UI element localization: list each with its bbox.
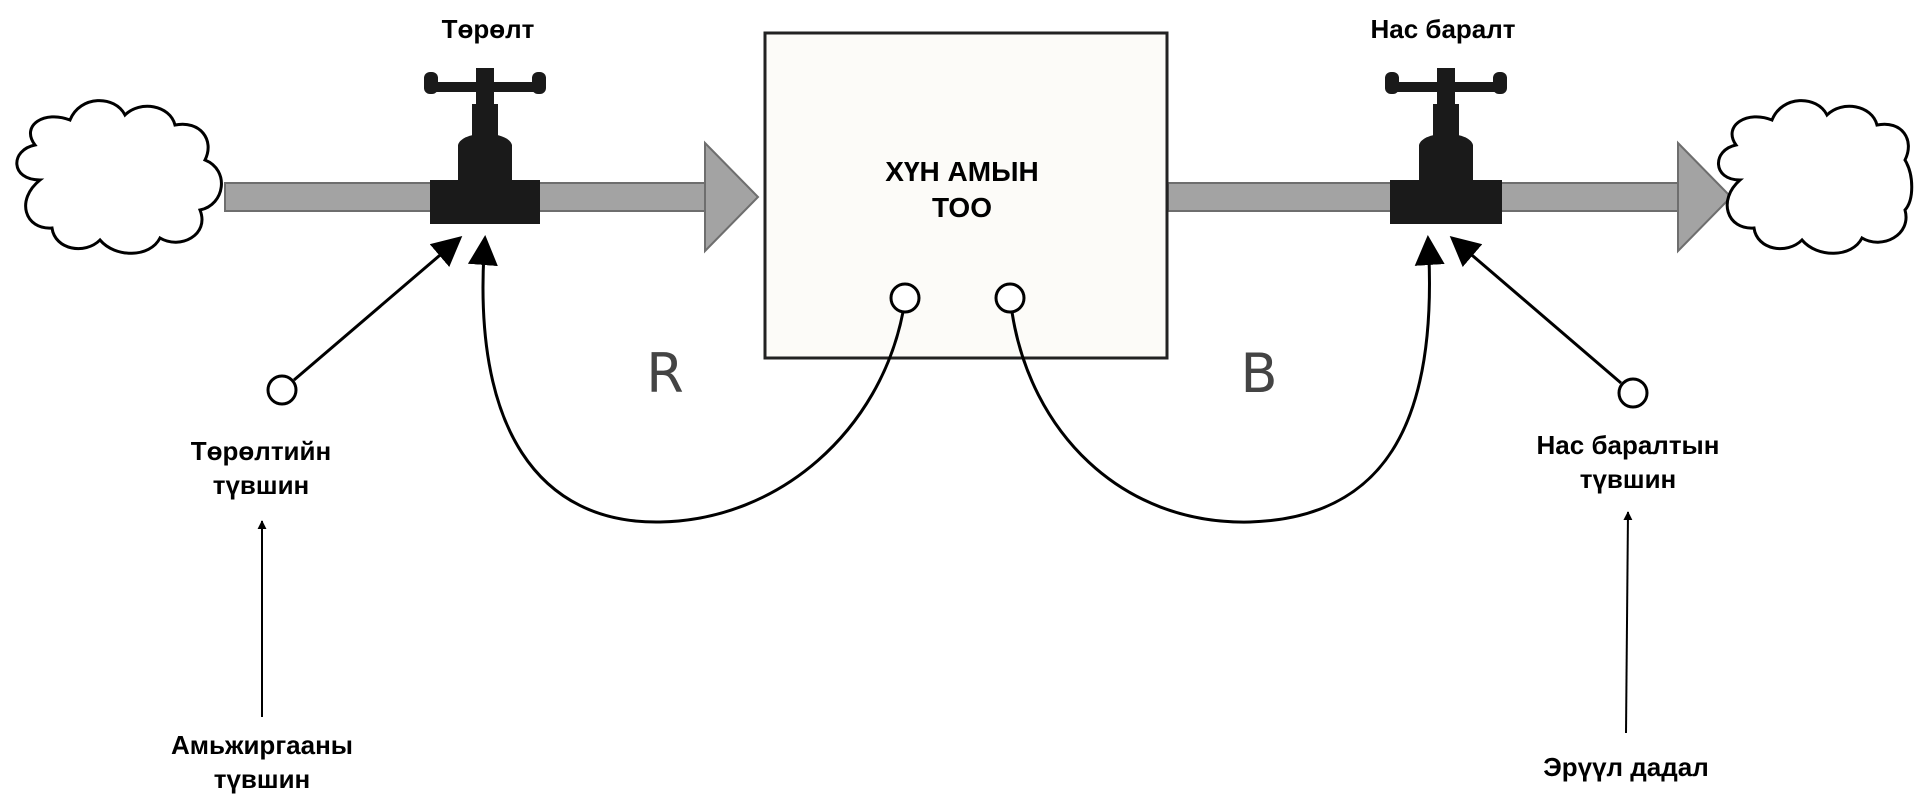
death-rate-link-arrow — [1449, 236, 1622, 385]
reinforcing-loop-arrow — [467, 235, 905, 524]
living-standard-label-line1: Амьжиргааны — [171, 730, 353, 760]
inflow-label: Төрөлт — [441, 14, 535, 44]
balancing-loop-arrow — [1010, 235, 1445, 524]
birth-rate-link-arrow — [293, 236, 463, 382]
death-rate-connector — [1617, 377, 1649, 409]
living-standard-label: Амьжиргааны түвшин — [171, 728, 353, 796]
death-rate-label: Нас баралтын түвшин — [1537, 428, 1720, 496]
reinforcing-loop-label: R — [646, 342, 684, 405]
death-rate-label-line2: түвшин — [1579, 464, 1677, 494]
outflow-label: Нас баралт — [1370, 14, 1516, 44]
stock-box — [763, 31, 1169, 360]
sink-cloud-icon — [1717, 99, 1914, 255]
outflow-valve-icon — [1385, 68, 1507, 224]
healthy-habits-label: Эрүүл дадал — [1543, 752, 1709, 782]
stock-label-line1: ХҮН АМЫН — [885, 156, 1039, 187]
birth-rate-label-line2: түвшин — [212, 470, 310, 500]
living-standard-label-line2: түвшин — [213, 764, 311, 794]
death-rate-label-line1: Нас баралтын — [1536, 430, 1720, 460]
balancing-loop-label: B — [1240, 342, 1278, 405]
stock-connector-right — [994, 282, 1026, 314]
stock-connector-left — [889, 282, 921, 314]
stock-label: ХҮН АМЫН ТОО — [885, 154, 1038, 226]
stock-label-line2: ТОО — [932, 192, 992, 223]
birth-rate-label-line1: Төрөлтийн — [190, 436, 332, 466]
inflow-valve-icon — [424, 68, 546, 224]
healthy-habits-arrow — [1623, 511, 1633, 734]
birth-rate-label: Төрөлтийн түвшин — [191, 434, 331, 502]
source-cloud-icon — [15, 99, 223, 255]
birth-rate-connector — [266, 374, 298, 406]
